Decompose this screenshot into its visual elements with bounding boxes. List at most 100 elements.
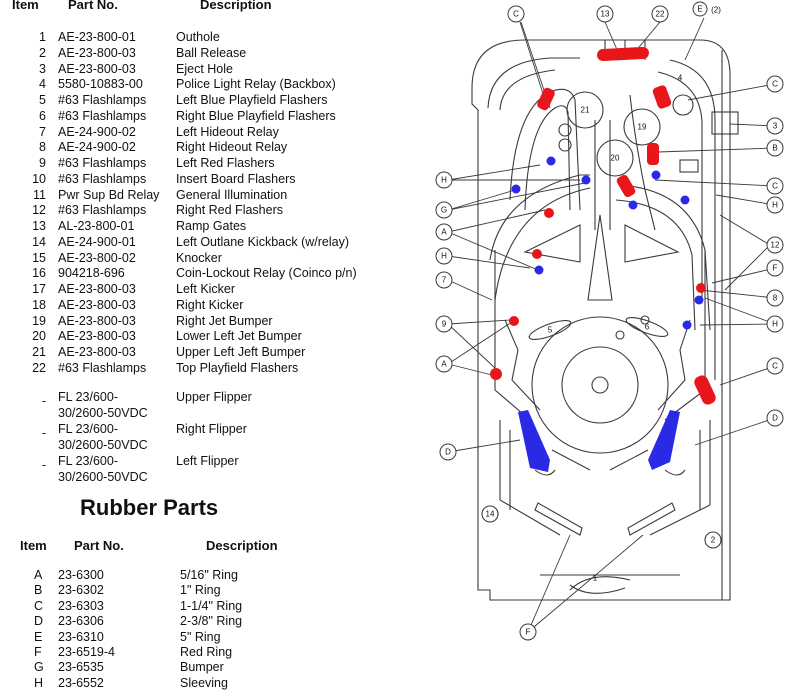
- callout-e-suffix: (2): [711, 6, 721, 15]
- callout-1: 1: [593, 574, 598, 583]
- playfield-diagram: C 13 22 E (2) C 3 B C H 12 F 8 H C D H G…: [435, 1, 784, 641]
- rubber-item-letter: G: [34, 660, 44, 675]
- part-item-number: 12: [32, 203, 46, 218]
- flipper-description: Upper Flipper: [176, 390, 252, 404]
- callout-h-right-1: H: [772, 201, 778, 210]
- part-item-number: 10: [32, 171, 46, 186]
- flipper-item: -: [41, 426, 46, 440]
- left-flipper: [534, 502, 583, 536]
- part-number: #63 Flashlamps: [58, 108, 147, 123]
- callout-a-left-2: A: [441, 360, 447, 369]
- part-number: AE-23-800-03: [58, 61, 136, 76]
- part-item-number: 8: [39, 140, 46, 155]
- callout-a-left-1: A: [441, 228, 447, 237]
- flipper-item: -: [41, 458, 46, 472]
- insert-6-label: 6: [645, 323, 650, 332]
- part-description: Eject Hole: [176, 61, 233, 76]
- callout-c-right-3: C: [772, 362, 778, 371]
- part-number: AE-23-800-03: [58, 45, 136, 60]
- part-description: Left Red Flashers: [176, 156, 275, 170]
- insert-5-label: 5: [548, 326, 553, 335]
- callout-h-right-2: H: [772, 320, 778, 329]
- rubber-header-item: Item: [20, 538, 47, 553]
- callout-2: 2: [711, 536, 716, 545]
- center-arrow-insert: [587, 214, 613, 301]
- rubber-part-number: 23-6310: [58, 629, 104, 644]
- part-item-number: 22: [32, 360, 46, 375]
- callout-c-right-1: C: [772, 80, 778, 89]
- red-marker-left-1: [544, 208, 554, 218]
- part-item-number: 9: [39, 156, 46, 170]
- rubber-item-letter: D: [34, 614, 44, 629]
- header-item: Item: [12, 0, 39, 12]
- part-description: Knocker: [176, 250, 222, 265]
- part-description: Top Playfield Flashers: [176, 360, 299, 375]
- part-number: 904218-696: [58, 266, 125, 281]
- rubber-part-number: 23-6535: [58, 660, 104, 675]
- left-insert-5: [528, 320, 572, 340]
- left-orbit: [487, 57, 580, 109]
- rubber-item-letter: C: [34, 598, 44, 613]
- rubber-description: Red Ring: [180, 645, 233, 659]
- part-item-number: 15: [32, 250, 46, 265]
- part-item-number: 2: [39, 45, 46, 60]
- part-description: Left Outlane Kickback (w/relay): [176, 234, 349, 249]
- red-marker-right-mid: [647, 143, 659, 165]
- part-number: AL-23-800-01: [58, 219, 135, 233]
- rubber-item-letter: E: [34, 629, 43, 644]
- callout-h-left-1: H: [441, 176, 447, 185]
- part-item-number: 20: [32, 329, 46, 344]
- blue-flasher-markers: [511, 156, 704, 472]
- part-number: #63 Flashlamps: [58, 93, 147, 107]
- part-description: Left Kicker: [176, 282, 236, 296]
- right-ramp: [669, 59, 716, 380]
- flipper-part-line1: FL 23/600-: [58, 422, 118, 436]
- callout-8: 8: [773, 294, 778, 303]
- part-description: General Illumination: [176, 187, 288, 202]
- callout-12: 12: [771, 241, 780, 250]
- part-number: AE-24-900-02: [58, 124, 136, 139]
- red-marker-left-2: [532, 249, 542, 259]
- part-number: AE-23-800-03: [58, 345, 136, 359]
- right-flipper: [627, 502, 676, 536]
- rubber-item-letter: H: [34, 675, 44, 690]
- callout-d-right: D: [772, 414, 778, 423]
- rubber-part-number: 23-6303: [58, 598, 104, 613]
- flipper-part-line1: FL 23/600-: [58, 390, 118, 404]
- part-description: Coin-Lockout Relay (Coinco p/n): [176, 266, 357, 281]
- rubber-header-description: Description: [206, 538, 278, 553]
- part-description: Right Red Flashers: [176, 203, 283, 218]
- rubber-item-letter: B: [34, 583, 43, 598]
- part-item-number: 4: [39, 77, 46, 92]
- part-number: #63 Flashlamps: [58, 156, 147, 170]
- callout-3: 3: [773, 122, 778, 131]
- part-item-number: 7: [39, 124, 46, 139]
- red-marker-left-4: [490, 368, 502, 380]
- callout-g: G: [441, 206, 447, 215]
- rubber-part-number: 23-6306: [58, 614, 104, 629]
- part-description: Ramp Gates: [176, 219, 247, 233]
- part-item-number: 18: [32, 297, 46, 312]
- part-item-number: 17: [32, 282, 46, 296]
- flipper-part-line2: 30/2600-50VDC: [58, 438, 148, 452]
- callout-f-right: F: [773, 264, 778, 273]
- flipper-item: -: [41, 394, 46, 408]
- red-flasher-markers: [490, 46, 716, 405]
- part-description: Police Light Relay (Backbox): [176, 77, 336, 92]
- part-number: AE-23-800-03: [58, 313, 136, 328]
- blue-left-flipper-marker: [518, 410, 550, 472]
- part-number: AE-23-800-01: [58, 30, 136, 44]
- part-number: #63 Flashlamps: [58, 171, 147, 186]
- part-description: Left Blue Playfield Flashers: [176, 93, 328, 107]
- flipper-description: Left Flipper: [176, 454, 239, 468]
- part-number: #63 Flashlamps: [58, 203, 147, 218]
- part-number: AE-23-800-03: [58, 297, 136, 312]
- callout-22: 22: [656, 10, 665, 19]
- part-number: AE-24-900-02: [58, 140, 136, 155]
- bumper-19: [623, 108, 661, 146]
- playfield-outline: [471, 39, 731, 601]
- rubber-description: 5/16" Ring: [180, 568, 238, 582]
- rubber-part-number: 23-6302: [58, 583, 104, 598]
- rubber-item-letter: F: [34, 645, 42, 659]
- red-marker-right-kicker: [694, 375, 716, 405]
